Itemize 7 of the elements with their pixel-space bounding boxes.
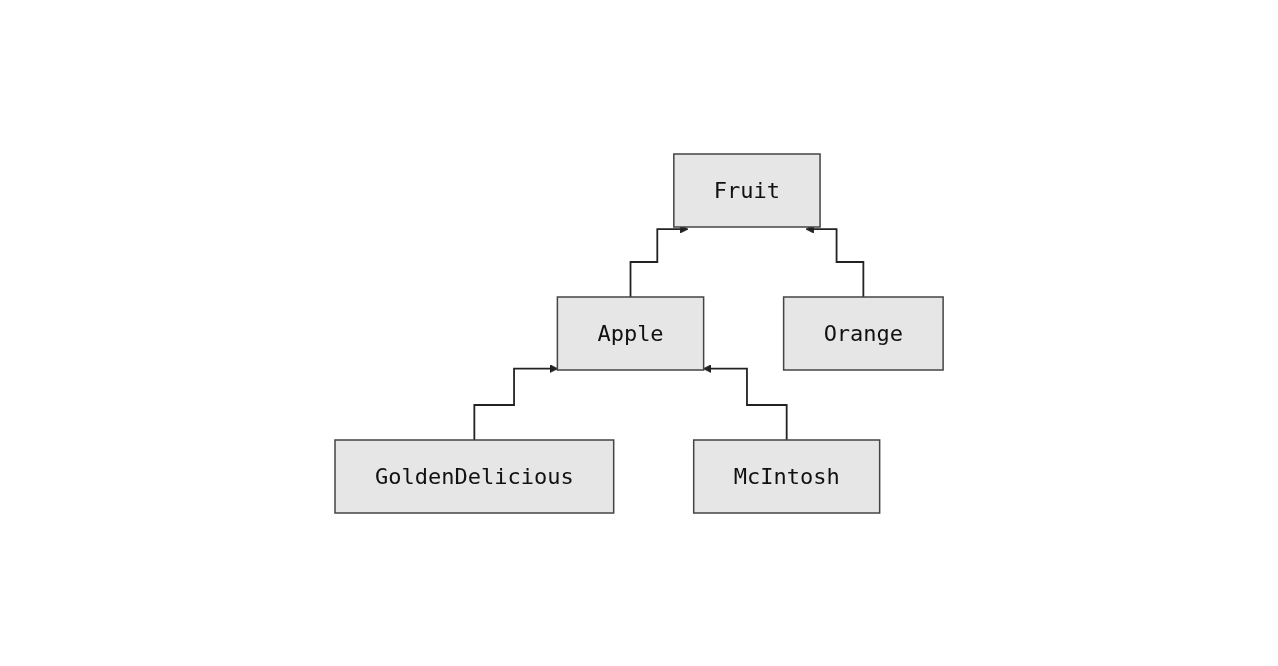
node-box: McIntosh [692,438,881,514]
node-box: Fruit [673,152,821,228]
node-box: GoldenDelicious [334,438,615,514]
node-box: Apple [556,295,705,371]
arrow [702,363,788,441]
arrow [473,363,559,441]
node-box: Orange [782,295,944,371]
